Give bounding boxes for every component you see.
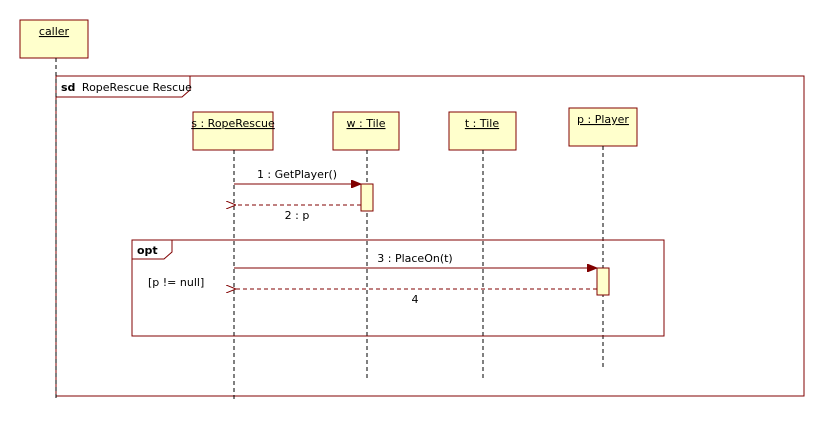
- w-activation: [360, 183, 374, 212]
- opt-keyword: opt: [137, 244, 158, 257]
- lifeline-s[interactable]: s : RopeRescue: [191, 111, 275, 400]
- p-activation: [596, 267, 610, 296]
- s-label: s : RopeRescue: [191, 117, 275, 130]
- sd-frame: sd RopeRescue Rescue: [55, 75, 805, 397]
- lifeline-t[interactable]: t : Tile: [448, 111, 517, 378]
- lifeline-caller[interactable]: caller: [19, 19, 89, 400]
- opt-fragment: opt [p != null]: [131, 239, 665, 337]
- opt-frame: [131, 239, 665, 337]
- sd-keyword: sd: [61, 81, 75, 94]
- caller-label: caller: [39, 25, 70, 38]
- t-box[interactable]: [448, 111, 517, 151]
- message-1-label: 1 : GetPlayer(): [257, 168, 337, 181]
- message-3-label: 3 : PlaceOn(t): [377, 252, 452, 265]
- sd-frame-name: RopeRescue Rescue: [82, 81, 192, 94]
- lifeline-p[interactable]: p : Player: [568, 107, 638, 368]
- message-4-label: 4: [412, 293, 419, 306]
- message-3[interactable]: 3 : PlaceOn(t): [234, 252, 596, 268]
- w-box[interactable]: [332, 111, 400, 151]
- p-box[interactable]: [568, 107, 638, 147]
- message-4[interactable]: 4: [235, 289, 597, 306]
- lifeline-w[interactable]: w : Tile: [332, 111, 400, 378]
- message-1[interactable]: 1 : GetPlayer(): [234, 168, 360, 184]
- s-box[interactable]: [192, 111, 274, 151]
- sd-frame-label: sd RopeRescue Rescue: [61, 81, 192, 94]
- message-2[interactable]: 2 : p: [235, 205, 361, 222]
- caller-box[interactable]: [19, 19, 89, 59]
- message-2-label: 2 : p: [285, 209, 310, 222]
- p-label: p : Player: [577, 113, 629, 126]
- w-label: w : Tile: [347, 117, 386, 130]
- opt-guard: [p != null]: [148, 276, 204, 289]
- t-label: t : Tile: [465, 117, 500, 130]
